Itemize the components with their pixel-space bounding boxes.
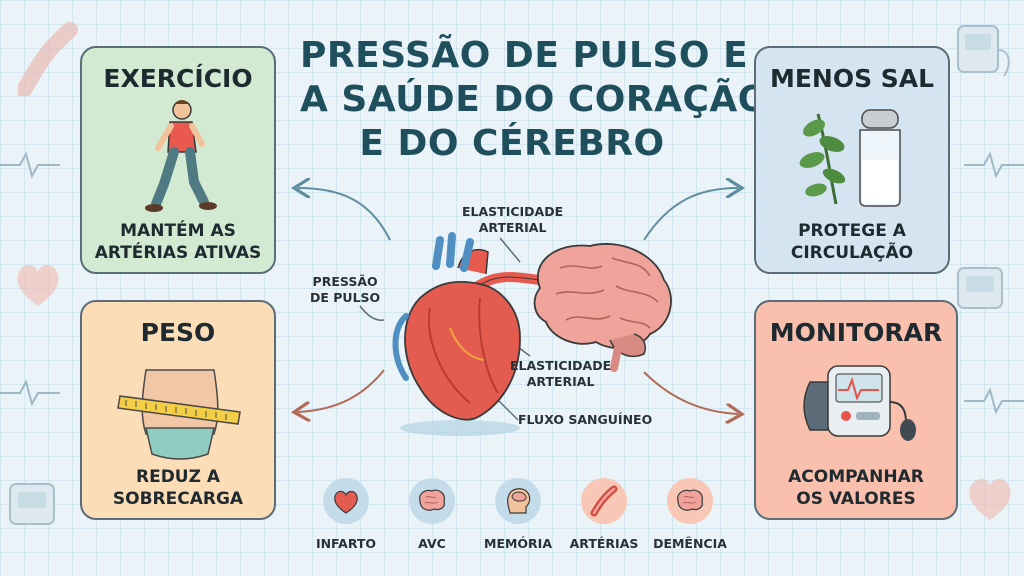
consequence-label: ARTÉRIAS	[569, 536, 639, 551]
label-elasticity-bottom: ELASTICIDADE ARTERIAL	[510, 358, 611, 390]
consequence-heart-attack: INFARTO	[306, 478, 386, 551]
card-exercise: EXERCÍCIO MANTÉM AS ARTÉRIAS ATIVAS	[80, 46, 276, 274]
background-monitor-icon	[957, 25, 1010, 77]
head-brain-icon	[495, 478, 541, 524]
title-line-2: A SAÚDE DO CORAÇÃO	[300, 79, 769, 120]
card-exercise-title: EXERCÍCIO	[103, 64, 253, 93]
label-blood-flow: FLUXO SANGUÍNEO	[518, 412, 653, 427]
arrow-to-monitor	[643, 371, 738, 414]
brain-icon	[409, 478, 455, 524]
arrow-to-weight	[298, 369, 385, 412]
background-pulse-line-icon	[964, 387, 1024, 415]
background-pulse-line-icon	[0, 151, 60, 179]
label-elasticity-bottom-line-1: ELASTICIDADE	[510, 358, 612, 373]
page-title: PRESSÃO DE PULSO E A SAÚDE DO CORAÇÃO E …	[300, 34, 769, 166]
label-elasticity-top-line-1: ELASTICIDADE	[462, 204, 564, 219]
card-weight-desc-line-2: SOBRECARGA	[112, 489, 244, 509]
label-pulse-pressure-line-1: PRESSÃO	[312, 274, 378, 289]
background-monitor-icon	[957, 267, 1003, 309]
card-monitor-desc-line-2: OS VALORES	[796, 489, 916, 509]
card-monitor: MONITORAR ACOMPANHAR OS VALORES	[754, 300, 958, 520]
card-weight-title: PESO	[140, 318, 216, 347]
consequence-label: AVC	[418, 536, 446, 551]
consequence-stroke: AVC	[392, 478, 472, 551]
background-pulse-line-icon	[0, 379, 60, 407]
consequence-label: MEMÓRIA	[484, 536, 552, 551]
consequence-memory: MEMÓRIA	[478, 478, 558, 551]
artery-icon	[581, 478, 627, 524]
blood-pressure-monitor-icon	[803, 365, 916, 441]
label-elasticity-top-line-2: ARTERIAL	[478, 220, 547, 235]
consequence-dementia: DEMÊNCIA	[650, 478, 730, 551]
background-heart-icon	[969, 478, 1011, 520]
background-artery-icon	[18, 22, 78, 96]
card-salt: MENOS SAL PROTEGE A CIRCULAÇÃO	[754, 46, 950, 274]
label-pulse-pressure: PRESSÃO DE PULSO	[310, 274, 380, 306]
card-weight-desc-line-1: REDUZ A	[135, 467, 221, 487]
consequence-arteries: ARTÉRIAS	[564, 478, 644, 551]
heart-brain-illustration	[392, 232, 672, 436]
card-salt-desc-line-2: CIRCULAÇÃO	[790, 243, 914, 263]
background-monitor-icon	[9, 483, 55, 525]
pointer-line-pulse-pressure	[359, 305, 385, 321]
title-line-3: E DO CÉREBRO	[359, 123, 665, 164]
pointer-line-elasticity-top	[499, 237, 521, 263]
card-salt-title: MENOS SAL	[769, 64, 935, 93]
card-monitor-desc-line-1: ACOMPANHAR	[788, 467, 924, 487]
background-heart-icon	[17, 264, 59, 306]
card-monitor-title: MONITORAR	[769, 318, 943, 347]
label-elasticity-top: ELASTICIDADE ARTERIAL	[462, 204, 563, 236]
heart-icon	[323, 478, 369, 524]
arrow-to-exercise	[298, 188, 391, 241]
consequence-label: INFARTO	[315, 536, 377, 551]
card-weight: PESO REDUZ A SOBRECARGA	[80, 300, 276, 520]
label-pulse-pressure-line-2: DE PULSO	[310, 290, 381, 305]
card-monitor-description: ACOMPANHAR OS VALORES	[756, 466, 956, 510]
card-exercise-desc-line-2: ARTÉRIAS ATIVAS	[94, 243, 262, 263]
background-pulse-line-icon	[964, 151, 1024, 179]
card-salt-desc-line-1: PROTEGE A	[798, 221, 906, 241]
arrow-to-salt	[643, 188, 738, 241]
waist-measuring-tape-icon	[117, 369, 241, 460]
card-weight-description: REDUZ A SOBRECARGA	[82, 466, 274, 510]
card-salt-description: PROTEGE A CIRCULAÇÃO	[756, 220, 948, 264]
walking-person-icon	[145, 100, 217, 212]
card-exercise-description: MANTÉM AS ARTÉRIAS ATIVAS	[82, 220, 274, 264]
title-line-1: PRESSÃO DE PULSO E	[300, 35, 749, 76]
label-elasticity-bottom-line-2: ARTERIAL	[526, 374, 595, 389]
card-exercise-desc-line-1: MANTÉM AS	[120, 221, 236, 241]
brain-icon	[667, 478, 713, 524]
herb-and-salt-shaker-icon	[799, 109, 901, 207]
consequence-label: DEMÊNCIA	[653, 536, 727, 551]
